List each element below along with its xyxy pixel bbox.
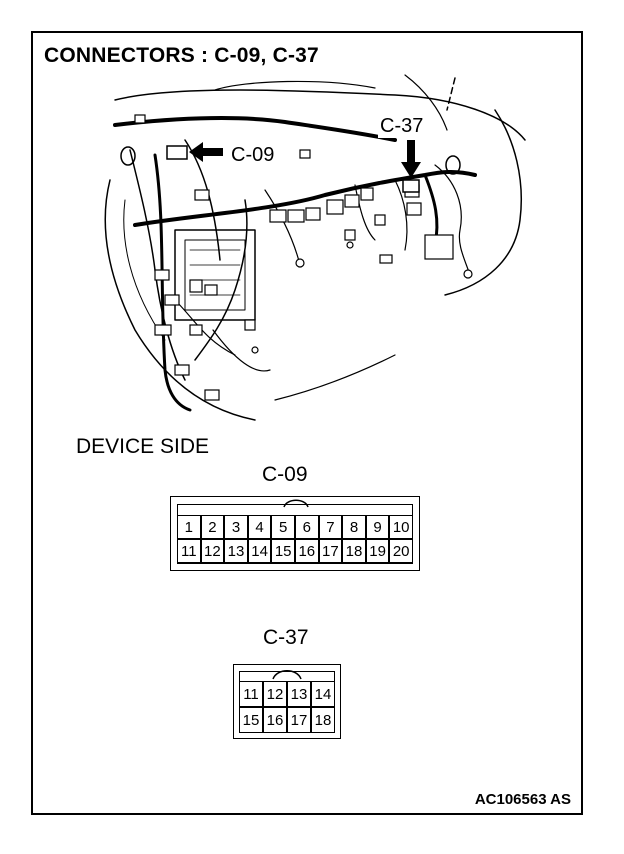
page-title: CONNECTORS : C-09, C-37 <box>44 44 319 67</box>
callout-c37-label: C-37 <box>378 115 426 138</box>
pin-c09-18: 18 <box>342 539 366 563</box>
pin-c37-15: 15 <box>239 707 263 733</box>
connector-c37-pin-grid: 11 12 13 14 15 16 17 18 <box>239 681 335 733</box>
connector-c09-lock-tab <box>283 499 309 508</box>
pin-c09-2: 2 <box>200 515 225 539</box>
connector-c09-face: 1 2 3 4 5 6 7 8 9 10 11 12 13 14 15 16 1… <box>170 496 420 571</box>
figure-code: AC106563 AS <box>474 791 571 808</box>
connector-c37-face: 11 12 13 14 15 16 17 18 <box>233 664 341 739</box>
pin-c09-6: 6 <box>295 515 319 539</box>
pin-c09-15: 15 <box>271 539 295 563</box>
pin-c09-19: 19 <box>365 539 390 563</box>
pin-c09-5: 5 <box>271 515 295 539</box>
pin-c09-10: 10 <box>389 515 413 539</box>
pin-c37-18: 18 <box>311 707 335 733</box>
pin-c09-7: 7 <box>318 515 343 539</box>
pin-c37-13: 13 <box>287 681 311 707</box>
device-side-label: DEVICE SIDE <box>76 435 210 458</box>
pin-c09-8: 8 <box>342 515 366 539</box>
pin-c09-3: 3 <box>224 515 248 539</box>
callout-c09-label: C-09 <box>229 144 277 167</box>
pin-c09-13: 13 <box>224 539 248 563</box>
pin-c37-16: 16 <box>263 707 287 733</box>
pin-c09-20: 20 <box>389 539 413 563</box>
pin-c09-11: 11 <box>177 539 201 563</box>
connector-c37-label: C-37 <box>263 626 309 649</box>
connector-c09-pin-grid: 1 2 3 4 5 6 7 8 9 10 11 12 13 14 15 16 1… <box>177 515 413 563</box>
pin-c09-12: 12 <box>200 539 225 563</box>
pin-c09-14: 14 <box>247 539 272 563</box>
connector-c37-lock-tab <box>272 670 302 680</box>
pin-c09-16: 16 <box>295 539 319 563</box>
pin-c09-1: 1 <box>177 515 201 539</box>
pin-c37-14: 14 <box>311 681 335 707</box>
pin-c09-4: 4 <box>247 515 272 539</box>
harness-illustration <box>104 74 526 421</box>
pin-c09-9: 9 <box>365 515 390 539</box>
pin-c09-17: 17 <box>318 539 343 563</box>
connector-c09-label: C-09 <box>262 463 308 486</box>
pin-c37-12: 12 <box>263 681 287 707</box>
pin-c37-11: 11 <box>239 681 263 707</box>
pin-c37-17: 17 <box>287 707 311 733</box>
